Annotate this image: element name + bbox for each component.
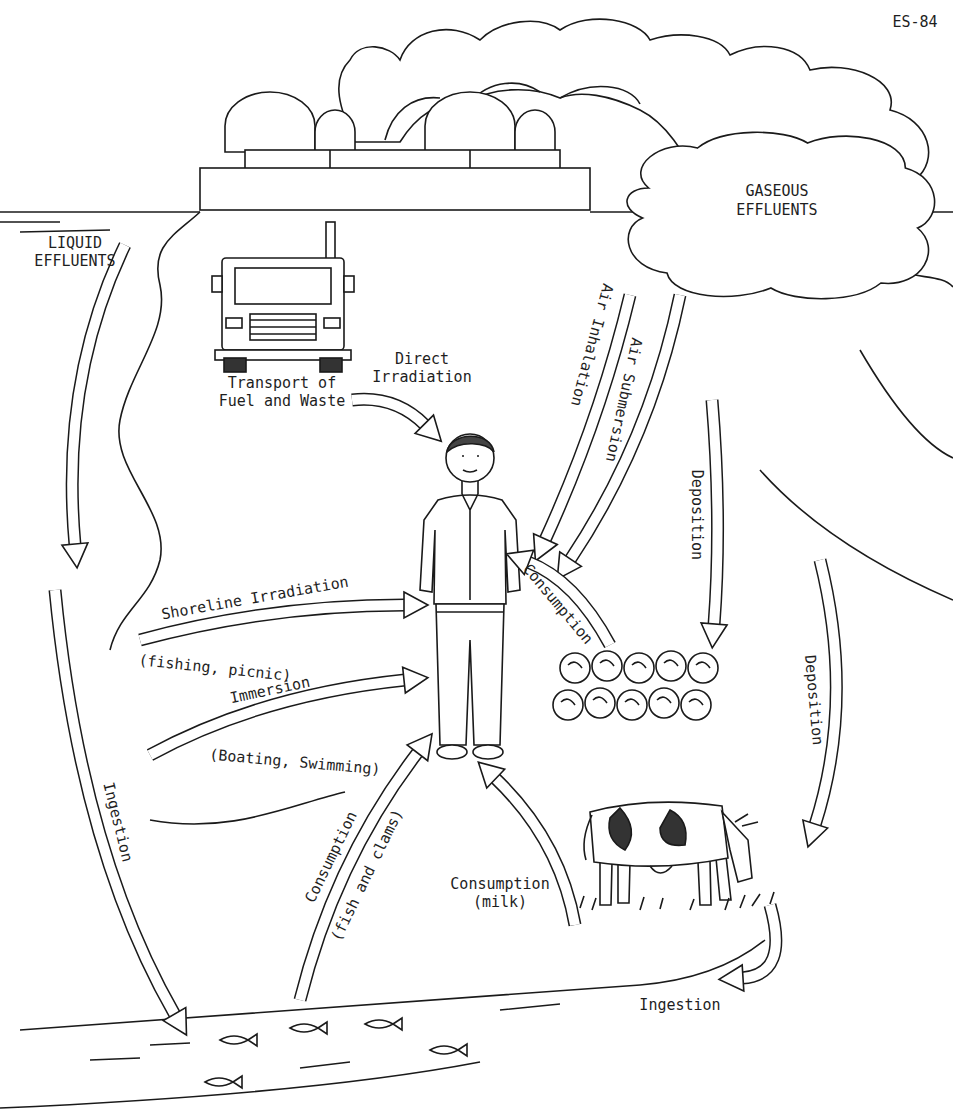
flow-arrow (72, 245, 125, 545)
source-label: LIQUID EFFLUENTS (25, 234, 125, 270)
person (447, 436, 494, 452)
pathway-label: Ingestion (639, 996, 720, 1014)
vegetables (553, 651, 718, 720)
cow (580, 892, 774, 910)
truck (212, 276, 222, 292)
person (437, 745, 467, 759)
pathway-label: Deposition (688, 470, 706, 560)
cloud-outline (627, 132, 935, 298)
person (446, 434, 494, 482)
power-plant (225, 92, 315, 152)
fish (365, 1018, 402, 1030)
landscape-lines (0, 211, 200, 213)
fish (205, 1018, 467, 1088)
truck (250, 320, 316, 334)
power-plant (515, 110, 555, 152)
flow-arrow (742, 905, 776, 978)
landscape-lines (110, 212, 200, 650)
flow-arrow (712, 400, 718, 625)
person (462, 494, 478, 600)
fish (430, 1044, 467, 1056)
vegetables (656, 651, 686, 681)
truck (344, 276, 354, 292)
cow (650, 866, 672, 873)
flow-arrow (742, 905, 776, 978)
landscape-lines (760, 470, 953, 600)
flow-arrow (72, 245, 125, 545)
person (420, 434, 520, 759)
truck (222, 258, 344, 350)
flow-arrow (300, 752, 418, 1000)
cow (722, 812, 752, 882)
cow (735, 814, 758, 826)
cloud-node: GASEOUS EFFLUENTS (612, 128, 942, 303)
pathway-label: Deposition (801, 654, 827, 746)
fish (220, 1034, 257, 1046)
person (462, 456, 479, 472)
landscape-lines (0, 212, 953, 1108)
power-plant (200, 92, 590, 210)
vegetables (617, 690, 647, 720)
pathway-label: Consumption (milk) (445, 875, 555, 911)
truck (226, 318, 242, 328)
vegetables (585, 688, 615, 718)
flow-arrow (712, 400, 718, 625)
person (436, 604, 504, 745)
landscape-lines (860, 350, 953, 458)
landscape-lines (90, 1004, 560, 1068)
landscape-lines (0, 222, 110, 232)
landscape-lines (20, 940, 765, 1030)
person (473, 745, 503, 759)
flow-arrows (55, 245, 836, 1015)
landscape-lines (0, 1062, 480, 1108)
vegetables (624, 653, 654, 683)
vegetables (649, 688, 679, 718)
flow-arrow (72, 245, 125, 545)
cow (590, 802, 728, 866)
flow-arrow (300, 752, 418, 1000)
cow (584, 815, 592, 860)
vegetables (688, 653, 718, 683)
flow-arrow (712, 400, 718, 625)
person (420, 495, 520, 604)
cow (580, 802, 774, 910)
flow-arrow (352, 399, 425, 425)
truck (224, 358, 246, 372)
cow (609, 808, 686, 850)
flow-arrow (742, 905, 776, 978)
flow-arrow (352, 399, 425, 425)
vegetables (560, 653, 590, 683)
vegetables (681, 690, 711, 720)
flow-arrow (352, 399, 425, 425)
pathway-label: (Boating, Swimming) (209, 746, 382, 779)
flow-arrow (300, 752, 418, 1000)
power-plant (245, 150, 560, 170)
person (436, 611, 504, 613)
fish (205, 1076, 242, 1088)
vegetables (592, 651, 622, 681)
node-text-holder: GASEOUS EFFLUENTS (612, 128, 942, 303)
vegetables (561, 660, 710, 705)
truck (250, 314, 316, 340)
truck (235, 268, 331, 304)
landscape-lines (150, 792, 345, 824)
fish (290, 1022, 327, 1034)
power-plant (315, 110, 355, 152)
truck (320, 358, 342, 372)
pathway-label: Transport of Fuel and Waste (212, 374, 352, 410)
person (462, 481, 478, 494)
pathway-label: Direct Irradiation (362, 350, 482, 386)
cloud-label: GASEOUS EFFLUENTS (717, 182, 837, 220)
truck (324, 318, 340, 328)
vegetables (553, 690, 583, 720)
power-plant (200, 168, 590, 210)
truck (212, 222, 354, 372)
sheet-number: ES-84 (892, 13, 937, 31)
power-plant (330, 150, 470, 168)
power-plant (425, 92, 515, 152)
